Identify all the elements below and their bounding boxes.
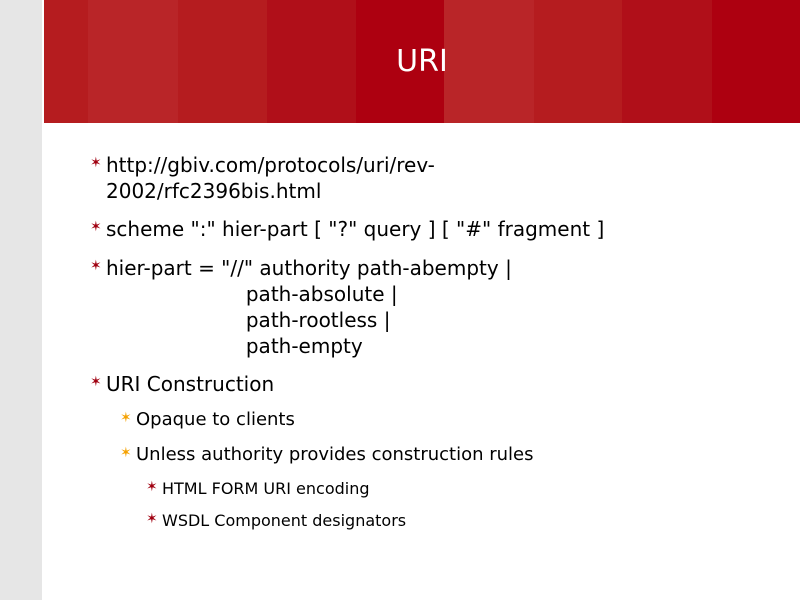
- banner-stripe: [267, 0, 356, 123]
- bullet-item: ✶URI Construction: [90, 371, 274, 397]
- bullet-text: Opaque to clients: [136, 409, 295, 430]
- bullet-text: WSDL Component designators: [162, 511, 407, 530]
- bullet-text: Unless authority provides construction r…: [136, 444, 534, 465]
- star-bullet-icon: ✶: [90, 258, 102, 274]
- banner-stripe: [712, 0, 800, 123]
- banner-stripe: [44, 0, 88, 123]
- slide-title: URI: [396, 44, 448, 79]
- bullet-text: HTML FORM URI encoding: [162, 479, 370, 498]
- title-banner: [44, 0, 800, 123]
- bullet-text: URI Construction: [106, 372, 275, 396]
- bullet-text: http://gbiv.com/protocols/uri/rev- 2002/…: [106, 153, 435, 203]
- banner-stripe: [444, 0, 534, 123]
- sub-bullet-item: ✶Opaque to clients: [120, 407, 295, 433]
- sub-sub-bullet-item: ✶HTML FORM URI encoding: [146, 476, 370, 502]
- bullet-text: hier-part = "//" authority path-abempty …: [106, 256, 512, 358]
- bullet-item: ✶scheme ":" hier-part [ "?" query ] [ "#…: [90, 216, 604, 242]
- star-bullet-icon: ✶: [90, 219, 102, 235]
- banner-stripe: [622, 0, 712, 123]
- banner-stripe: [178, 0, 267, 123]
- star-bullet-icon: ✶: [120, 445, 132, 461]
- bullet-item: ✶http://gbiv.com/protocols/uri/rev- 2002…: [90, 152, 435, 204]
- banner-stripe: [534, 0, 622, 123]
- bullet-text: scheme ":" hier-part [ "?" query ] [ "#"…: [106, 217, 605, 241]
- sub-bullet-item: ✶Unless authority provides construction …: [120, 442, 534, 468]
- banner-stripe: [356, 0, 444, 123]
- bullet-item: ✶hier-part = "//" authority path-abempty…: [90, 255, 512, 359]
- left-margin-bar: [0, 0, 42, 600]
- banner-stripe: [88, 0, 178, 123]
- star-bullet-icon: ✶: [90, 155, 102, 171]
- star-bullet-icon: ✶: [146, 511, 158, 527]
- star-bullet-icon: ✶: [146, 479, 158, 495]
- sub-sub-bullet-item: ✶WSDL Component designators: [146, 508, 406, 534]
- star-bullet-icon: ✶: [120, 410, 132, 426]
- star-bullet-icon: ✶: [90, 374, 102, 390]
